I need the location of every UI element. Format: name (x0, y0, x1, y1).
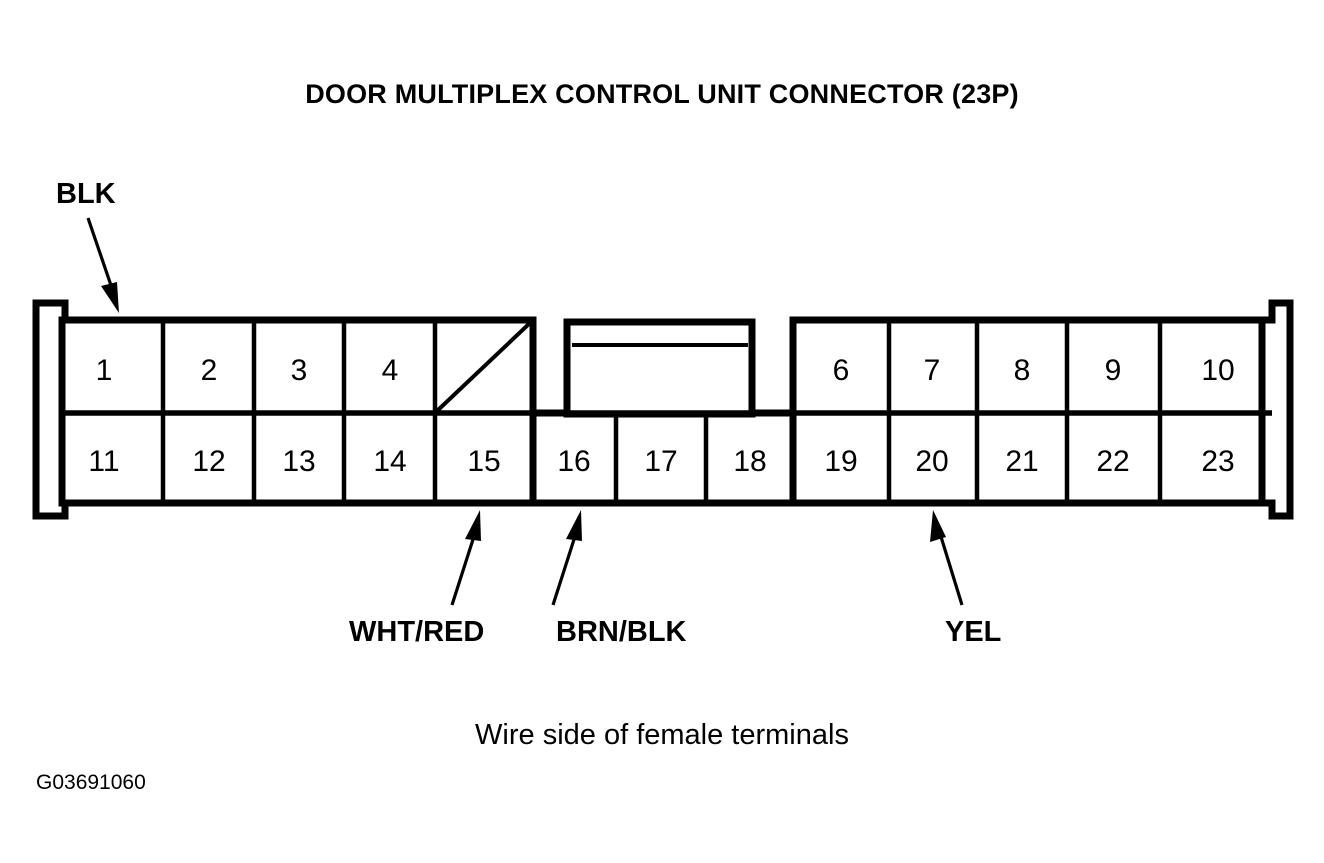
callout-leader-wht-red (450, 526, 479, 606)
callout-brn-blk: BRN/BLK (551, 510, 687, 648)
pin-number-11: 11 (88, 445, 119, 478)
callout-label-wht-red: WHT/RED (349, 616, 484, 648)
callout-arrowhead-brn-blk (566, 510, 582, 541)
pin-number-2: 2 (201, 354, 218, 387)
pin-number-9: 9 (1105, 354, 1122, 387)
callout-arrowhead-wht-red (465, 510, 481, 541)
right-end-flange (1258, 299, 1294, 520)
bottom-row-pin-numbers: 11 12 13 14 15 16 17 18 19 20 21 22 23 (88, 445, 1234, 478)
top-row-pin-numbers: 1 2 3 4 6 7 8 9 10 (96, 354, 1235, 387)
pin-number-13: 13 (282, 445, 315, 478)
callout-leader-brn-blk (551, 526, 580, 606)
callout-label-blk: BLK (56, 178, 116, 210)
pin-number-1: 1 (96, 354, 113, 387)
pin-number-14: 14 (373, 445, 406, 478)
top-row-dividers (160, 320, 1163, 413)
figure-id-code: G03691060 (36, 771, 146, 794)
pin-number-4: 4 (382, 354, 399, 387)
pin-number-6: 6 (833, 354, 850, 387)
keyway-tab (563, 318, 756, 418)
pin-number-18: 18 (733, 445, 766, 478)
pin-number-15: 15 (467, 445, 500, 478)
pin-number-7: 7 (924, 354, 941, 387)
callout-arrowhead-blk (101, 282, 119, 313)
pin-number-21: 21 (1005, 445, 1038, 478)
pin-number-19: 19 (824, 445, 857, 478)
callout-leader-yel (936, 526, 964, 606)
pin-number-12: 12 (192, 445, 225, 478)
pin-number-8: 8 (1014, 354, 1031, 387)
bottom-row-dividers (160, 413, 1163, 503)
connector-body (32, 299, 1294, 520)
figure-caption: Wire side of female terminals (475, 719, 849, 751)
callout-arrowhead-yel (930, 510, 946, 542)
callout-label-brn-blk: BRN/BLK (556, 616, 687, 648)
pin-number-17: 17 (644, 445, 677, 478)
callout-yel: YEL (930, 510, 1001, 648)
figure-title: DOOR MULTIPLEX CONTROL UNIT CONNECTOR (2… (305, 79, 1019, 109)
pin-number-20: 20 (915, 445, 948, 478)
pin-number-16: 16 (557, 445, 590, 478)
pin-number-3: 3 (291, 354, 308, 387)
pin-number-22: 22 (1096, 445, 1129, 478)
pin-number-10: 10 (1201, 354, 1234, 387)
callout-blk: BLK (56, 178, 119, 313)
callout-wht-red: WHT/RED (349, 510, 484, 648)
pin-number-23: 23 (1201, 445, 1234, 478)
blank-cavity-slash (435, 320, 533, 413)
callout-label-yel: YEL (945, 616, 1001, 648)
